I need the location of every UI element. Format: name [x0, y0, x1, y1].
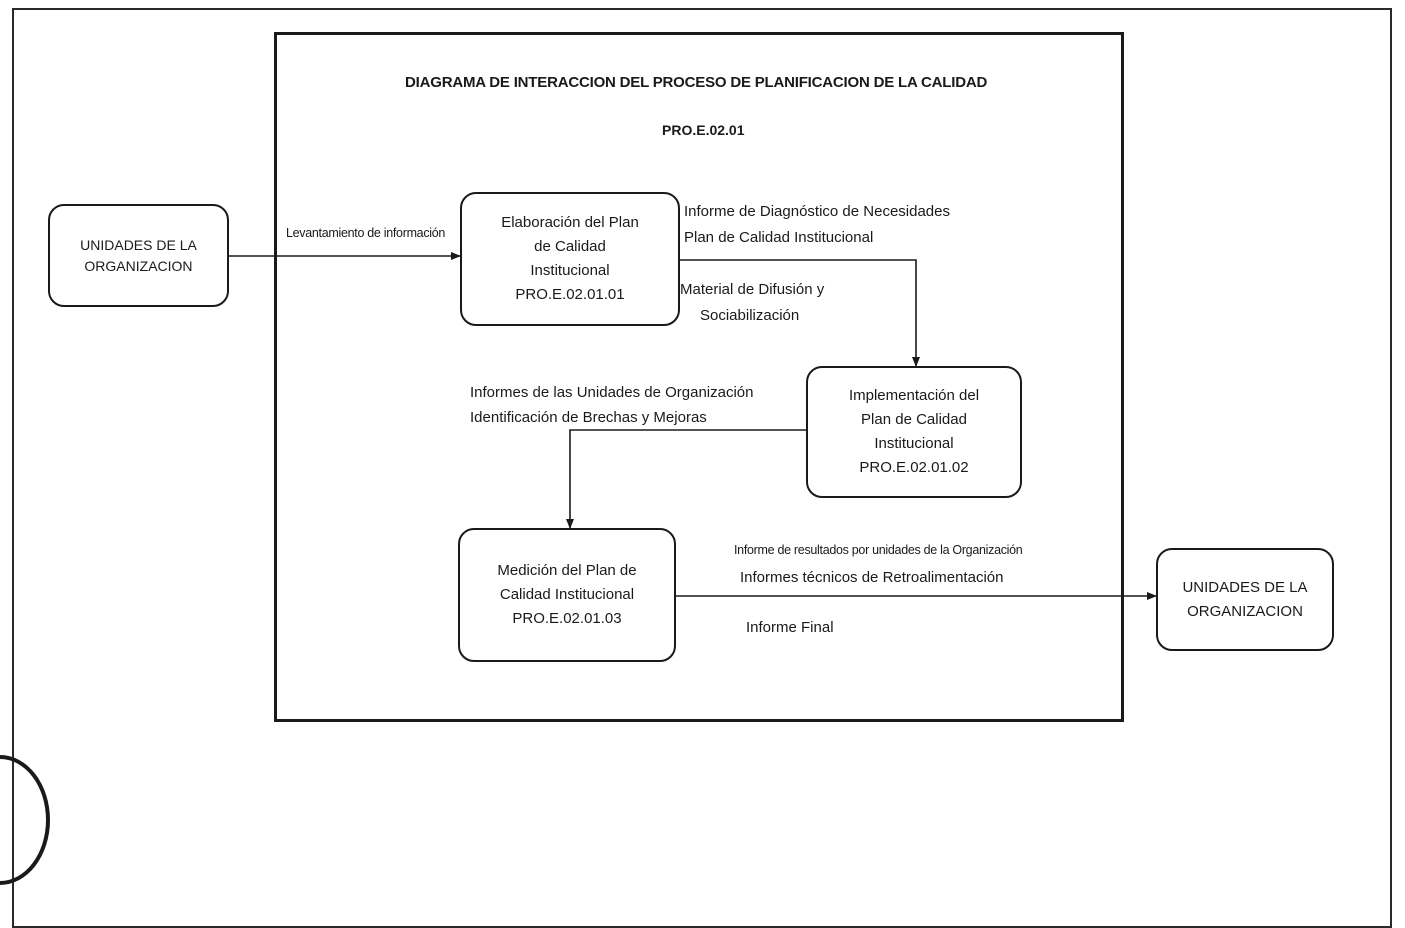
connector-lines	[229, 252, 1157, 600]
node-unidades-organizacion-target: UNIDADES DE LA ORGANIZACION	[1156, 548, 1334, 651]
node-unidades-organizacion-source: UNIDADES DE LA ORGANIZACION	[48, 204, 229, 307]
node-unidades-organizacion-source-label: UNIDADES DE LA ORGANIZACION	[80, 236, 197, 274]
edge-label-levantamiento: Levantamiento de información	[286, 226, 446, 240]
edge-label-informe-resultados: Informe de resultados por unidades de la…	[734, 543, 1023, 557]
node-medicion-plan: Medición del Plan de Calidad Institucion…	[458, 528, 676, 662]
process-code: PRO.E.02.01	[662, 122, 745, 138]
edge-label-informe-diagnostico: Informe de Diagnóstico de Necesidades	[684, 203, 950, 220]
edge-label-informe-final: Informe Final	[746, 619, 834, 636]
arrow-implementacion-to-medicion	[566, 429, 806, 529]
diagram-title: DIAGRAMA DE INTERACCION DEL PROCESO DE P…	[405, 74, 988, 91]
edge-label-informes-unidades: Informes de las Unidades de Organización	[470, 384, 754, 401]
diagram-frame	[274, 32, 1124, 722]
edge-label-material-difusion: Material de Difusión y	[680, 281, 825, 298]
node-elaboracion-plan-label: Elaboración del Plan de Calidad Instituc…	[501, 214, 639, 303]
edge-label-sociabilizacion: Sociabilización	[700, 307, 800, 324]
edge-label-identificacion-brechas: Identificación de Brechas y Mejoras	[470, 409, 707, 426]
node-implementacion-plan: Implementación del Plan de Calidad Insti…	[806, 366, 1022, 498]
node-implementacion-plan-label: Implementación del Plan de Calidad Insti…	[848, 387, 980, 476]
edge-label-informes-tecnicos: Informes técnicos de Retroalimentación	[740, 569, 1004, 586]
node-medicion-plan-label: Medición del Plan de Calidad Institucion…	[497, 562, 637, 627]
node-unidades-organizacion-target-label: UNIDADES DE LA ORGANIZACION	[1182, 578, 1308, 620]
edge-label-plan-calidad: Plan de Calidad Institucional	[684, 229, 874, 246]
arrow-elaboracion-to-implementacion	[680, 259, 920, 367]
node-elaboracion-plan: Elaboración del Plan de Calidad Instituc…	[460, 192, 680, 326]
